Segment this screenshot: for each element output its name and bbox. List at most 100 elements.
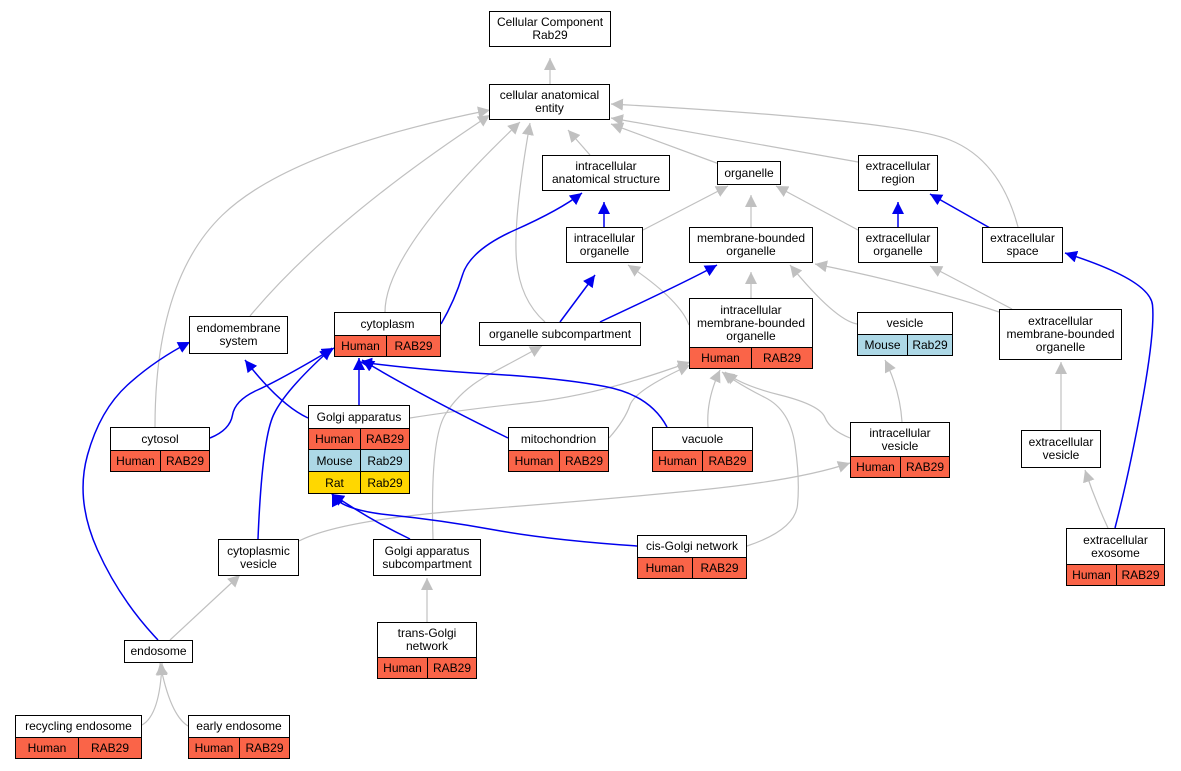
go-term-label: extracellular space [982, 227, 1063, 263]
go-term-label: endosome [124, 640, 193, 663]
gene-cell: Rab29 [361, 472, 410, 494]
edge-icv-to-vesicle [884, 359, 903, 423]
go-term-node-ico[interactable]: intracellular organelle [566, 227, 643, 263]
species-cell: Human [850, 456, 901, 478]
gene-cell: RAB29 [428, 657, 477, 679]
edge-endomem-to-cae [249, 114, 491, 317]
go-term-label: extracellular membrane-bounded organelle [999, 309, 1122, 360]
edge-icv-to-imbo [724, 371, 851, 439]
go-term-node-ecs[interactable]: extracellular space [982, 227, 1063, 263]
go-term-node-endosome[interactable]: endosome [124, 640, 193, 663]
go-term-label: extracellular exosome [1066, 528, 1165, 564]
edge-ias-to-cae [567, 129, 591, 156]
gene-cell: RAB29 [161, 450, 210, 472]
go-term-label: extracellular vesicle [1021, 430, 1101, 468]
go-term-label: cis-Golgi network [637, 535, 747, 557]
go-term-label: intracellular anatomical structure [542, 155, 670, 191]
edge-golgisub-to-osub [431, 345, 543, 540]
go-term-node-ecv[interactable]: extracellular vesicle [1021, 430, 1101, 468]
edge-vacuole-to-cytoplasm [359, 357, 668, 428]
edge-cytoplasm-to-cae [384, 121, 521, 313]
edge-golgi-to-endomem [244, 359, 309, 419]
go-term-node-mbo[interactable]: membrane-bounded organelle [689, 227, 813, 263]
go-term-node-ias[interactable]: intracellular anatomical structure [542, 155, 670, 191]
species-cell: Human [689, 347, 752, 369]
edge-imbo-to-ico [627, 264, 690, 326]
go-term-label: extracellular organelle [858, 227, 938, 263]
gene-cell: RAB29 [79, 737, 142, 759]
go-term-label: intracellular membrane-bounded organelle [689, 298, 813, 347]
go-term-node-imbo[interactable]: intracellular membrane-bounded organelle… [689, 298, 813, 369]
go-term-node-endomem[interactable]: endomembrane system [189, 316, 288, 354]
edge-mito-to-imbo [608, 364, 691, 439]
edge-golgi-to-imbo [409, 360, 691, 419]
edge-mito-to-cytoplasm [361, 359, 509, 439]
go-term-node-ecr[interactable]: extracellular region [858, 155, 938, 191]
gene-cell: RAB29 [901, 456, 950, 478]
edge-earlyendo-to-endosome [156, 662, 189, 727]
go-term-node-golgisub[interactable]: Golgi apparatus subcompartment [373, 539, 481, 576]
edge-cytosol-to-cae [154, 106, 491, 428]
species-cell: Human [508, 450, 560, 472]
edge-embo-to-eco [929, 265, 1013, 310]
go-term-node-organelle[interactable]: organelle [717, 161, 781, 185]
go-term-node-embo[interactable]: extracellular membrane-bounded organelle [999, 309, 1122, 360]
gene-cell: RAB29 [560, 450, 609, 472]
edge-vesicle-to-mbo [789, 264, 858, 325]
edge-eco-to-organelle [775, 185, 859, 231]
go-term-label: intracellular organelle [566, 227, 643, 263]
species-cell: Human [308, 428, 361, 450]
species-cell: Human [1066, 564, 1117, 586]
species-cell: Human [110, 450, 161, 472]
species-cell: Human [334, 335, 387, 357]
go-term-label: mitochondrion [508, 427, 609, 450]
go-term-label: endomembrane system [189, 316, 288, 354]
go-term-label: cytoplasmic vesicle [218, 539, 299, 576]
gene-cell: RAB29 [361, 428, 410, 450]
gene-cell: RAB29 [693, 557, 747, 579]
species-cell: Human [377, 657, 428, 679]
go-term-node-eco[interactable]: extracellular organelle [858, 227, 938, 263]
gene-cell: Rab29 [908, 334, 953, 356]
go-term-label: Golgi apparatus [308, 405, 410, 428]
edge-cisgolgi-to-golgi [331, 493, 638, 547]
species-cell: Human [652, 450, 703, 472]
species-cell: Rat [308, 472, 361, 494]
go-term-label: extracellular region [858, 155, 938, 191]
edge-cisgolgi-to-imbo [721, 371, 799, 547]
edge-vacuole-to-imbo [707, 369, 721, 428]
go-term-label: membrane-bounded organelle [689, 227, 813, 263]
go-term-node-cae[interactable]: cellular anatomical entity [489, 84, 610, 120]
edge-exosome-to-ecs [1064, 250, 1154, 529]
edge-embo-to-mbo [814, 260, 1000, 313]
edge-endosome-to-cytoves [169, 574, 241, 641]
edge-recendo-to-endosome [141, 662, 168, 726]
edge-endosome-to-endomem [82, 341, 191, 641]
species-cell: Mouse [857, 334, 908, 356]
edge-ecs-to-cae [610, 98, 1019, 228]
go-term-node-cc[interactable]: Cellular Component Rab29 [489, 11, 611, 47]
go-term-node-osub[interactable]: organelle subcompartment [479, 322, 641, 346]
go-term-node-cytoves[interactable]: cytoplasmic vesicle [218, 539, 299, 576]
edge-osub-to-mbo [599, 264, 718, 323]
